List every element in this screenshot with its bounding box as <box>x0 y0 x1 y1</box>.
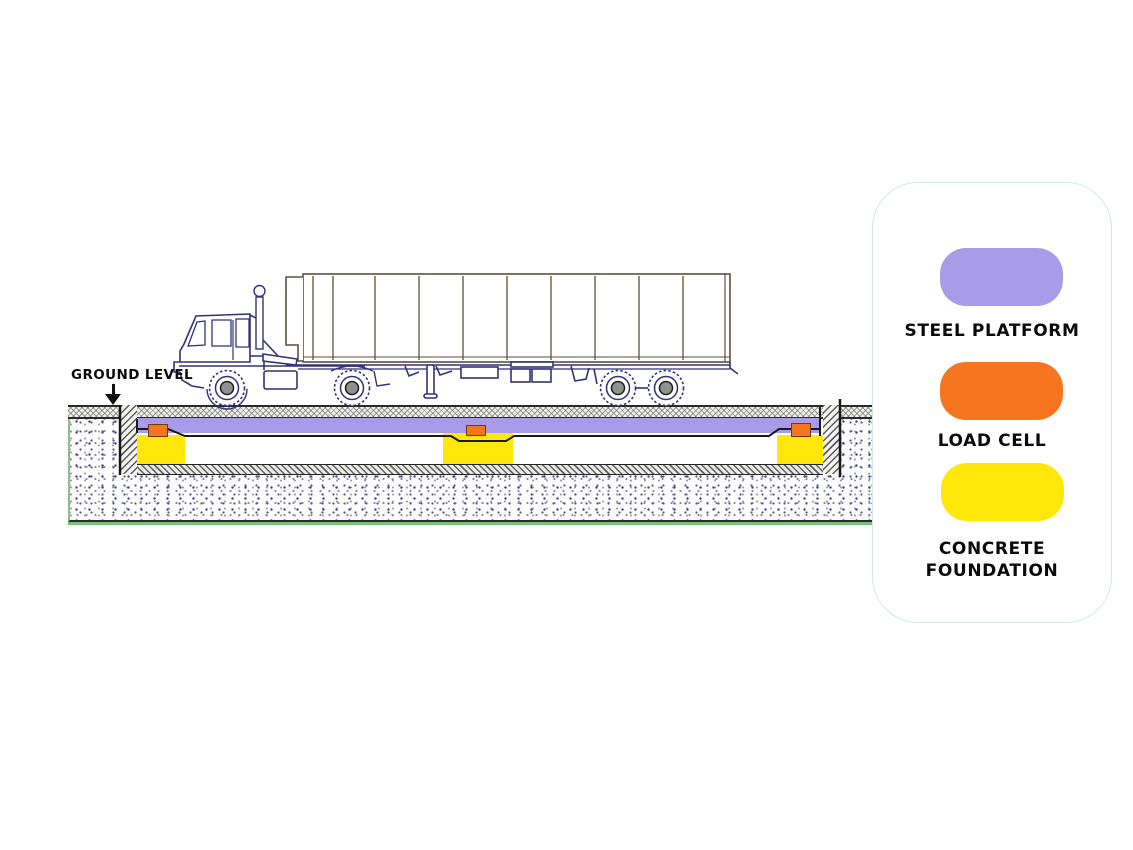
door-window <box>235 318 250 348</box>
container-box <box>285 273 731 363</box>
truck-cab <box>173 284 391 410</box>
trailer-toolbox <box>460 366 499 379</box>
ground-level-arrowhead-icon <box>105 394 121 405</box>
pit-floor-hatch <box>137 464 823 475</box>
truck-illustration <box>173 273 739 410</box>
exhaust-stack <box>255 296 264 350</box>
legend-label-concrete-foundation: CONCRETE FOUNDATION <box>925 539 1059 581</box>
legend-label-steel-platform: STEEL PLATFORM <box>904 321 1080 341</box>
concrete-foundation-right <box>777 435 825 464</box>
fuel-tank <box>263 370 298 390</box>
pit-wall-left-hatch <box>121 405 137 474</box>
legend-label-load-cell: LOAD CELL <box>937 431 1047 451</box>
wheel-arch <box>206 388 248 410</box>
load-cell-right <box>791 423 811 437</box>
windshield <box>187 320 206 347</box>
ground-level-arrow <box>112 384 115 395</box>
concrete-foundation-left <box>133 435 185 464</box>
pit-wall-right-hatch <box>823 405 839 474</box>
ground-level-label: GROUND LEVEL <box>71 367 194 383</box>
wheel-front <box>208 369 246 407</box>
legend-swatch-steel-platform <box>940 248 1063 306</box>
ground-green-edge <box>68 522 890 525</box>
front-bumper <box>173 361 180 373</box>
legend-swatch-load-cell <box>940 362 1063 420</box>
section-linework <box>118 399 842 477</box>
load-cell-middle <box>466 425 486 436</box>
landing-gear-leg <box>426 364 435 396</box>
load-cell-left <box>148 424 168 437</box>
truck-wheels <box>208 369 685 407</box>
platform-underside-line <box>137 428 820 442</box>
wheel-trailer-1 <box>599 369 637 407</box>
container-panel-lines <box>312 276 684 360</box>
wheel-drive <box>333 369 371 407</box>
legend-swatch-concrete-foundation <box>941 463 1064 521</box>
side-window <box>211 319 232 347</box>
fifth-wheel <box>262 353 298 366</box>
wheel-trailer-2 <box>647 369 685 407</box>
